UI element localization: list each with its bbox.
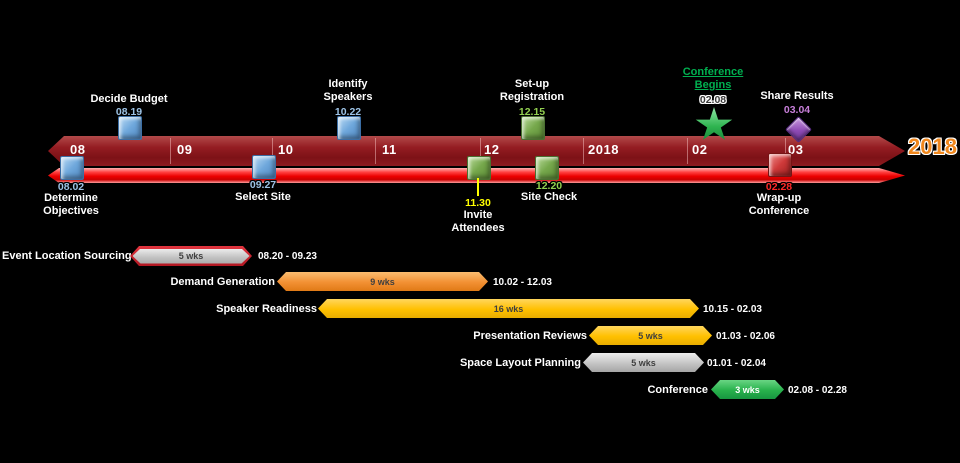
task-duration: 9 wks bbox=[370, 276, 395, 287]
month-separator bbox=[687, 138, 688, 164]
connector-line-invite-attendees bbox=[477, 178, 479, 196]
blue-square-marker-select-site[interactable] bbox=[252, 155, 276, 179]
milestone-date-select-site: 09.27 bbox=[249, 179, 277, 191]
task-label-conference: Conference bbox=[647, 384, 708, 396]
month-label-11: 11 bbox=[382, 142, 397, 157]
task-duration: 3 wks bbox=[735, 384, 760, 395]
task-bar-conference[interactable]: 3 wks bbox=[711, 380, 784, 399]
milestone-date-setup-registration: 12.15 bbox=[518, 106, 546, 118]
month-separator bbox=[785, 138, 786, 164]
task-label-demand-generation: Demand Generation bbox=[170, 276, 275, 288]
blue-square-marker-identify-speakers[interactable] bbox=[337, 116, 361, 140]
milestone-label-decide-budget: Decide Budget bbox=[90, 93, 168, 105]
task-label-event-location-sourcing: Event Location Sourcing bbox=[2, 250, 132, 262]
green-square-marker-setup-registration[interactable] bbox=[521, 116, 545, 140]
task-duration: 5 wks bbox=[638, 330, 663, 341]
task-bar-event-location-sourcing[interactable]: 5 wks bbox=[130, 246, 252, 266]
green-square-marker-invite-attendees[interactable] bbox=[467, 156, 491, 180]
task-bar-demand-generation[interactable]: 9 wks bbox=[277, 272, 488, 291]
milestone-date-share-results: 03.04 bbox=[783, 104, 811, 116]
task-dates-event-location-sourcing: 08.20 - 09.23 bbox=[258, 251, 317, 262]
milestone-label-share-results: Share Results bbox=[760, 90, 834, 102]
milestone-label-identify-speakers: Identify Speakers bbox=[323, 78, 373, 103]
task-duration: 5 wks bbox=[631, 357, 656, 368]
month-separator bbox=[480, 138, 481, 164]
month-label-02: 02 bbox=[692, 142, 708, 157]
milestone-label-setup-registration: Set-up Registration bbox=[499, 78, 565, 103]
task-dates-conference: 02.08 - 02.28 bbox=[788, 385, 847, 396]
milestone-date-invite-attendees: 11.30 bbox=[465, 197, 491, 209]
milestone-date-identify-speakers: 10.22 bbox=[334, 106, 362, 118]
blue-square-marker-decide-budget[interactable] bbox=[118, 116, 142, 140]
task-bar-speaker-readiness[interactable]: 16 wks bbox=[318, 299, 699, 318]
milestone-date-site-check: 12.20 bbox=[535, 180, 563, 192]
milestone-label-invite-attendees: Invite Attendees bbox=[451, 209, 505, 234]
month-label-12: 12 bbox=[484, 142, 500, 157]
month-separator bbox=[583, 138, 584, 164]
task-dates-speaker-readiness: 10.15 - 02.03 bbox=[703, 304, 762, 315]
month-label-2018: 2018 bbox=[588, 142, 619, 157]
task-label-presentation-reviews: Presentation Reviews bbox=[473, 330, 587, 342]
milestone-date-determine-objectives: 08.02 bbox=[57, 181, 85, 193]
milestone-label-wrap-up: Wrap-up Conference bbox=[748, 192, 810, 217]
month-separator bbox=[170, 138, 171, 164]
milestone-date-conference-begins: 02.08 bbox=[699, 94, 727, 106]
month-separator bbox=[272, 138, 273, 164]
task-label-speaker-readiness: Speaker Readiness bbox=[216, 303, 317, 315]
task-dates-space-layout-planning: 01.01 - 02.04 bbox=[707, 358, 766, 369]
task-dates-presentation-reviews: 01.03 - 02.06 bbox=[716, 331, 775, 342]
task-dates-demand-generation: 10.02 - 12.03 bbox=[493, 277, 552, 288]
task-bar-space-layout-planning[interactable]: 5 wks bbox=[583, 353, 704, 372]
milestone-label-determine-objectives: Determine Objectives bbox=[43, 192, 99, 217]
task-label-space-layout-planning: Space Layout Planning bbox=[459, 357, 581, 369]
green-square-marker-site-check[interactable] bbox=[535, 156, 559, 180]
task-bar-presentation-reviews[interactable]: 5 wks bbox=[589, 326, 712, 345]
month-label-08: 08 bbox=[70, 142, 86, 157]
red-square-marker-wrap-up[interactable] bbox=[768, 153, 792, 177]
year-label: 2018 bbox=[908, 134, 957, 159]
month-label-10: 10 bbox=[278, 142, 294, 157]
milestone-date-wrap-up: 02.28 bbox=[765, 181, 793, 193]
milestone-date-decide-budget: 08.19 bbox=[115, 106, 143, 118]
task-duration: 5 wks bbox=[178, 251, 204, 261]
blue-square-marker-determine-objectives[interactable] bbox=[60, 156, 84, 180]
milestone-label-select-site: Select Site bbox=[235, 191, 291, 203]
milestone-label-conference-begins: Conference Begins bbox=[682, 66, 744, 91]
month-separator bbox=[375, 138, 376, 164]
milestone-label-site-check: Site Check bbox=[520, 191, 578, 203]
month-label-09: 09 bbox=[177, 142, 193, 157]
task-bar-fill bbox=[133, 249, 250, 264]
task-duration: 16 wks bbox=[493, 303, 524, 314]
